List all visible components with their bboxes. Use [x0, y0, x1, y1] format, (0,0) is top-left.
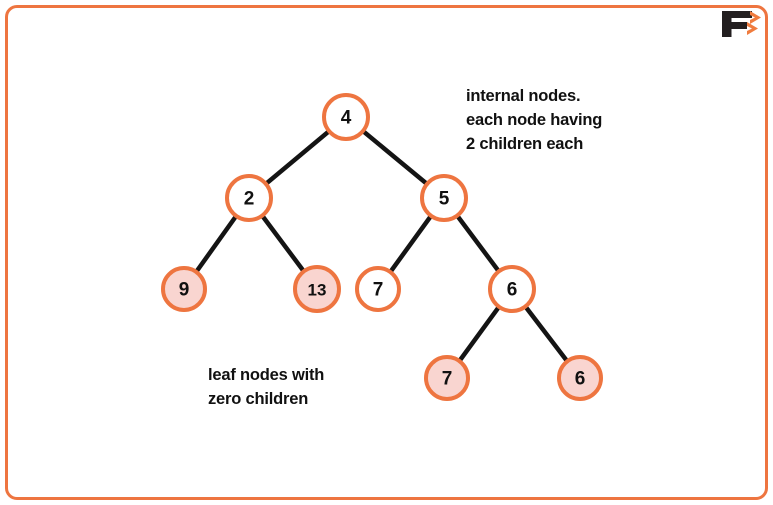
tree-node-label: 13 [308, 281, 327, 300]
tree-node-label: 9 [179, 280, 190, 301]
tree-node-label: 4 [341, 108, 352, 129]
tree-node-label: 2 [244, 189, 255, 210]
tree-node-6[interactable]: 6 [488, 265, 536, 313]
tree-node-4[interactable]: 4 [322, 93, 370, 141]
leaf-nodes-annotation: leaf nodes with zero children [208, 366, 325, 408]
diagram-card [5, 5, 768, 500]
tree-node-13[interactable]: 13 [293, 265, 341, 313]
logo-arrow-icon [750, 11, 761, 24]
tree-node-circle [557, 355, 603, 401]
tree-node-label: 5 [439, 189, 450, 210]
tree-nodes-layer: 4 2 5 9 13 7 6 7 6 [161, 93, 603, 401]
tree-node-label: 7 [373, 280, 384, 301]
tree-node-circle [420, 174, 468, 222]
tree-node-label: 6 [507, 280, 518, 301]
tree-node-circle [355, 266, 401, 312]
tree-node-5[interactable]: 5 [420, 174, 468, 222]
tree-node-circle [225, 174, 273, 222]
tree-node-circle [488, 265, 536, 313]
tree-node-9[interactable]: 9 [161, 266, 207, 312]
tree-node-circle [322, 93, 370, 141]
internal-nodes-annotation: internal nodes. each node having 2 child… [466, 87, 603, 153]
logo-f-letter [722, 11, 752, 37]
tree-node-label: 6 [575, 369, 586, 390]
tree-node-label: 7 [442, 369, 453, 390]
tree-node-circle [293, 265, 341, 313]
tree-node-7[interactable]: 7 [424, 355, 470, 401]
tree-edges-layer [181, 114, 583, 381]
tree-node-6[interactable]: 6 [557, 355, 603, 401]
tree-node-2[interactable]: 2 [225, 174, 273, 222]
tree-node-circle [424, 355, 470, 401]
tree-node-7[interactable]: 7 [355, 266, 401, 312]
freecodecamp-f-logo[interactable] [714, 9, 762, 39]
logo-arrow-accent-icon [747, 22, 758, 35]
tree-node-circle [161, 266, 207, 312]
